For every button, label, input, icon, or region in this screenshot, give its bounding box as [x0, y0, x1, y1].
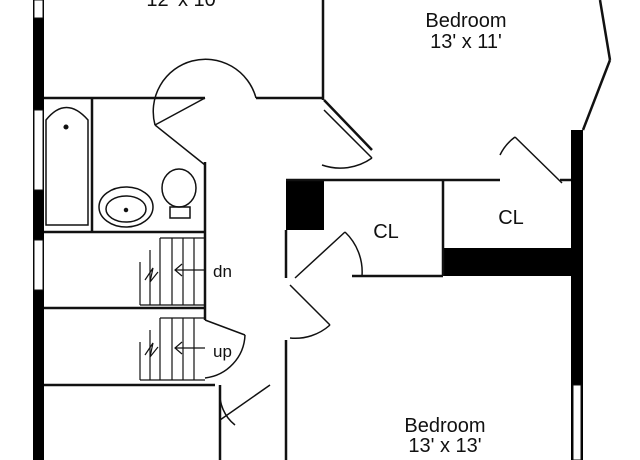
chimney-block [286, 180, 324, 230]
stairs-up [139, 317, 205, 381]
top-left-room-dims: 12' x 10' [146, 0, 219, 11]
stairs-up-label: up [213, 342, 232, 361]
stairs-down [139, 237, 205, 306]
left-windows [33, 0, 44, 291]
right-window [572, 384, 582, 460]
bedroom-top-name: Bedroom [425, 10, 506, 32]
bedroom-bottom-name: Bedroom [404, 415, 485, 437]
door-swings [152, 58, 563, 426]
walls [33, 0, 583, 460]
bedroom-bottom-dims: 13' x 13' [408, 435, 481, 457]
right-exterior-wall [571, 130, 583, 460]
closet-1-label: CL [373, 221, 399, 243]
closet-2-label: CL [498, 207, 524, 229]
bedroom-top-dims: 13' x 11' [430, 31, 502, 53]
bathtub [45, 106, 89, 226]
left-exterior-wall [33, 0, 44, 460]
stairs-down-label: dn [213, 262, 232, 281]
interior-lines [44, 0, 612, 460]
toilet [161, 168, 197, 219]
closet-bottom-wall [443, 248, 578, 276]
sink [98, 186, 154, 228]
